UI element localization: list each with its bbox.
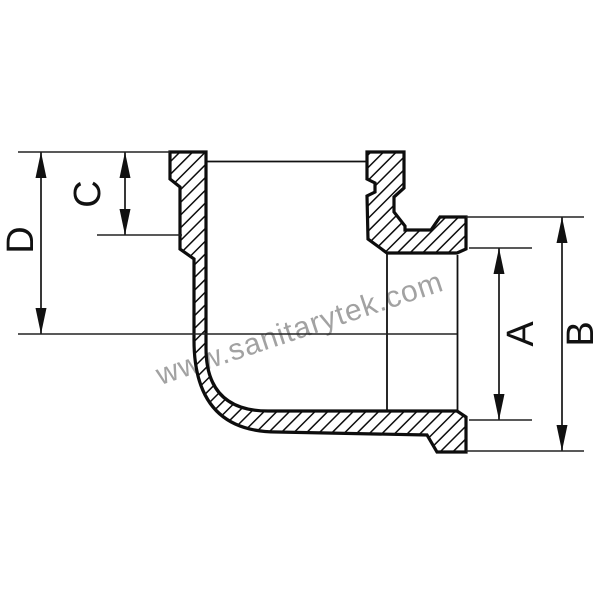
arrowhead-a-down — [493, 394, 505, 420]
arrowhead-d-up — [35, 152, 47, 178]
arrowhead-c-up — [119, 152, 131, 178]
fitting-left-and-bottom-wall-section — [168, 150, 468, 454]
arrowhead-b-down — [556, 425, 568, 451]
arrowhead-a-up — [493, 248, 505, 274]
dimension-label-d: D — [0, 226, 42, 253]
arrowhead-d-down — [35, 308, 47, 334]
dimension-label-a: A — [500, 321, 542, 347]
fitting-right-and-top-wall-section — [365, 150, 468, 255]
dimension-label-b: B — [560, 321, 600, 346]
arrowhead-c-down — [119, 209, 131, 235]
arrowhead-b-up — [556, 217, 568, 243]
dimension-label-c: C — [67, 180, 109, 207]
